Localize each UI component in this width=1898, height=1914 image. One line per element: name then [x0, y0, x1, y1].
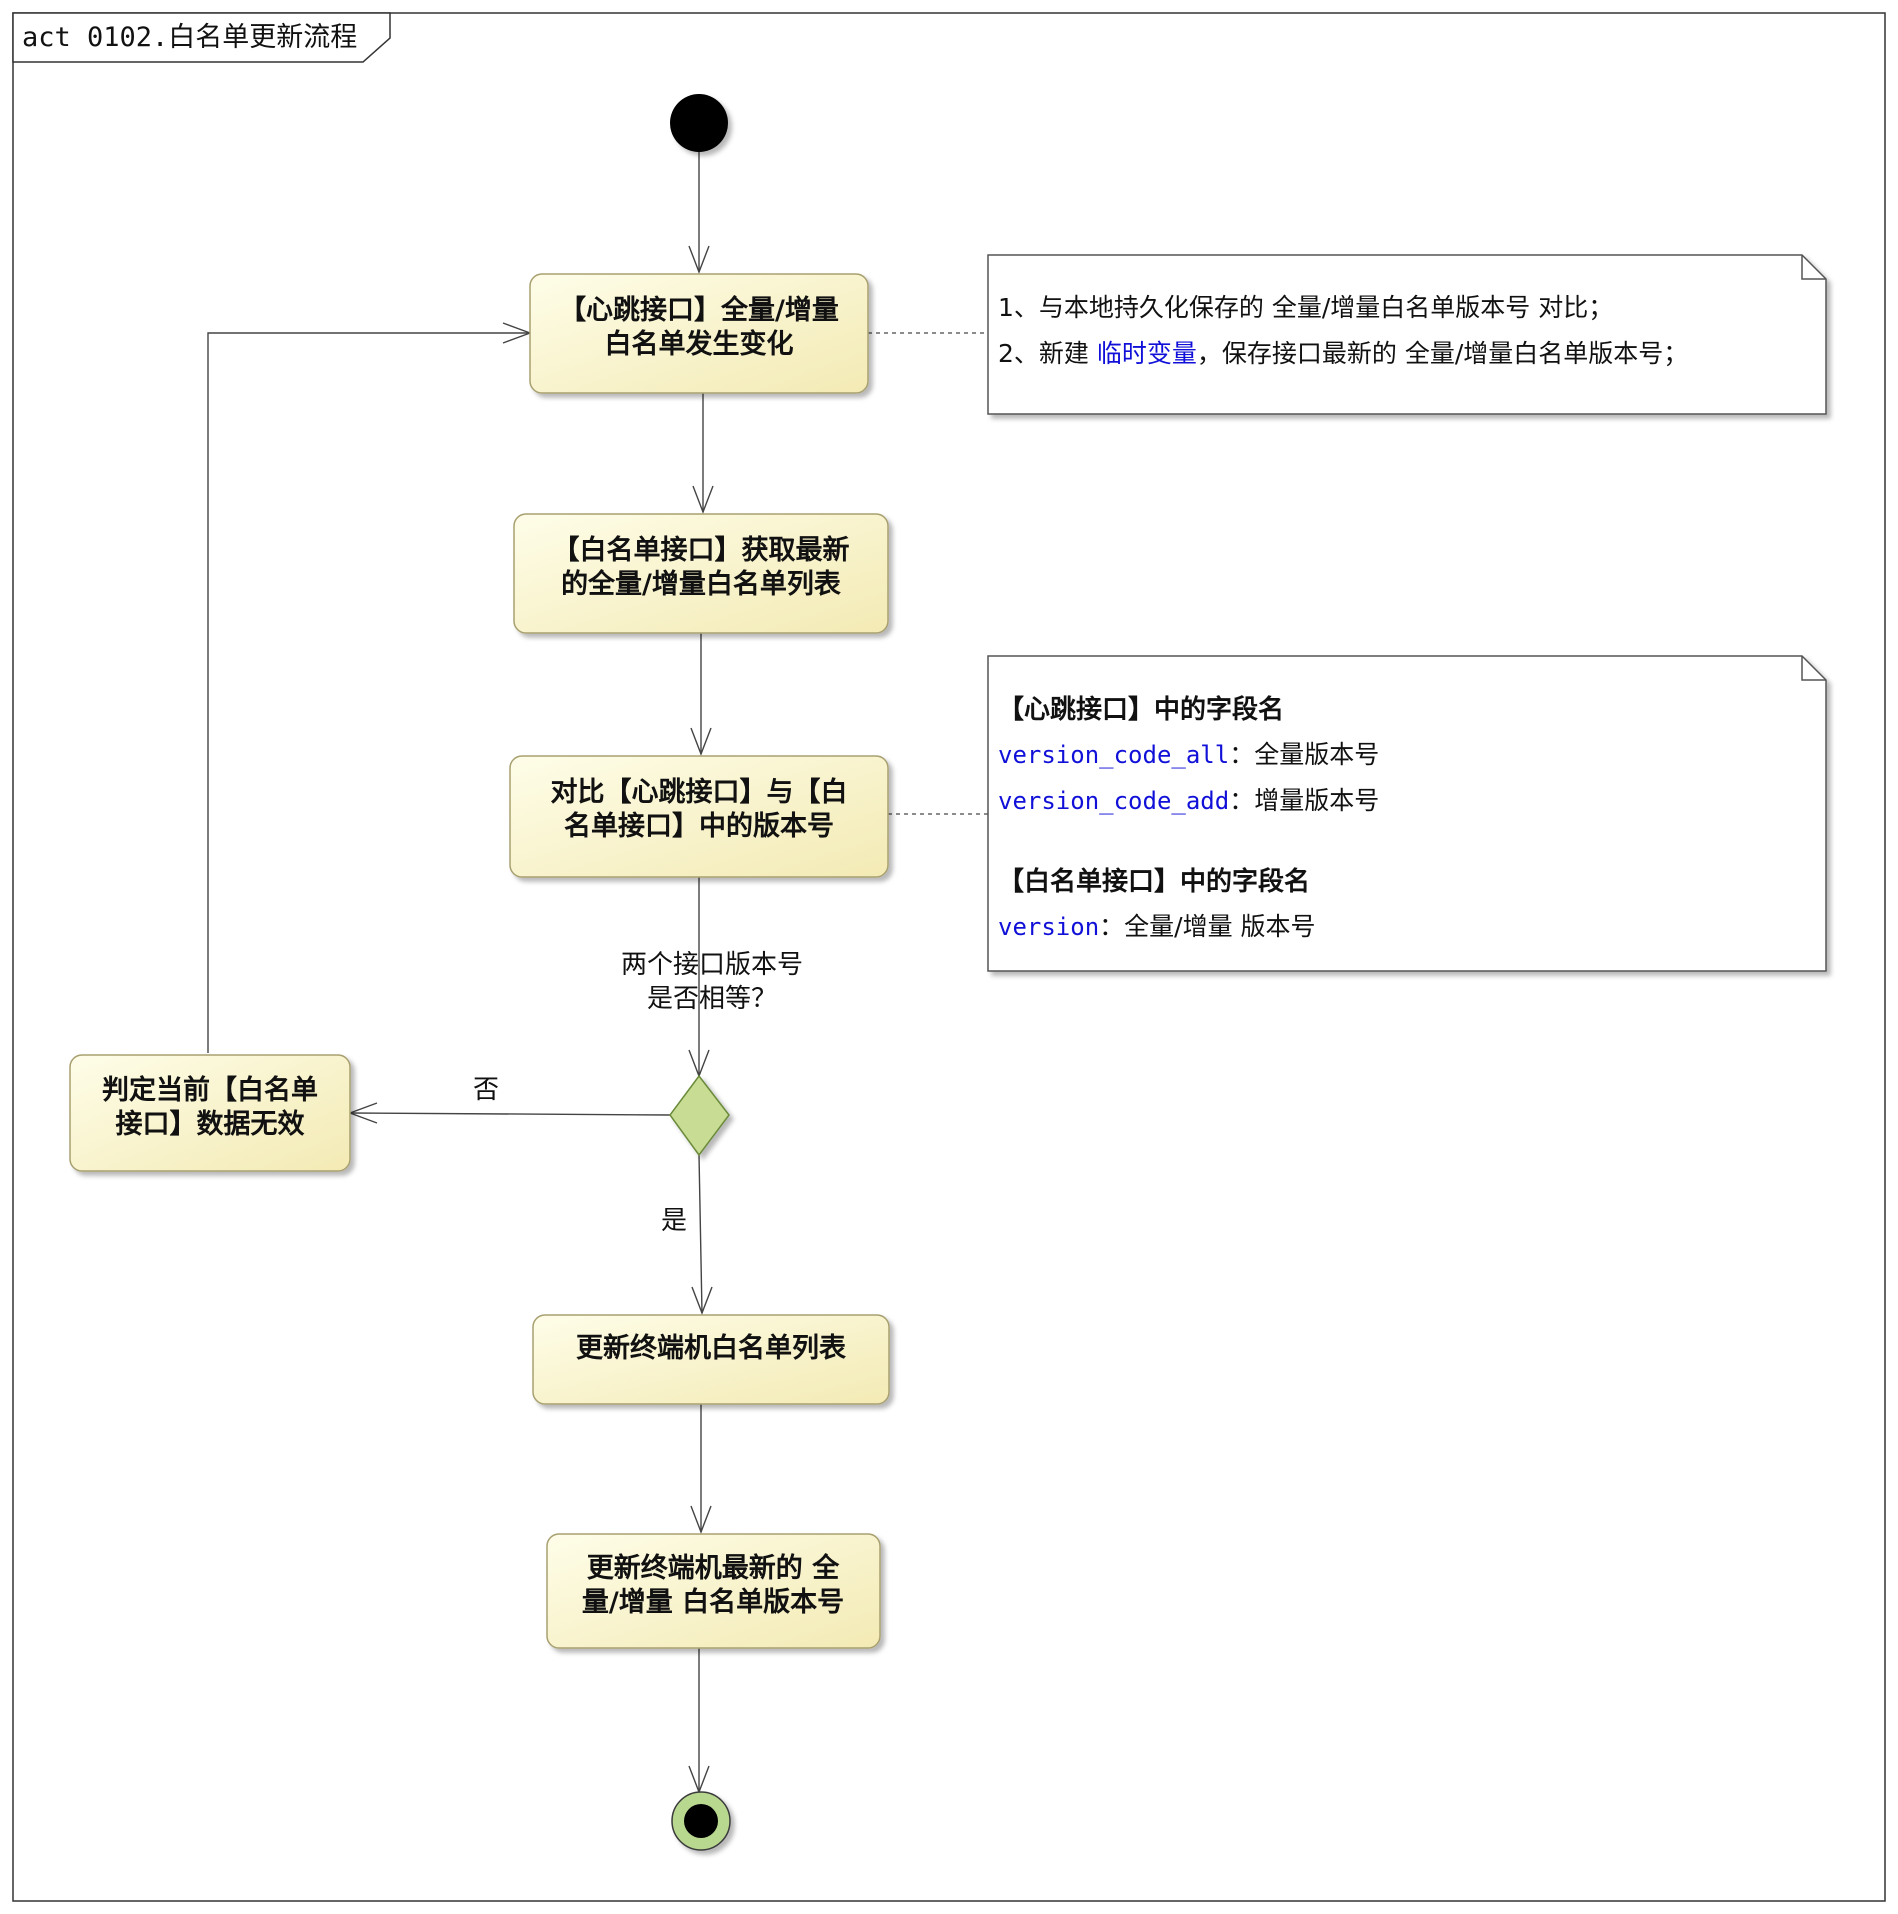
activity-label: 判定当前【白名单 — [102, 1074, 318, 1106]
note-heading: 【白名单接口】中的字段名 — [998, 866, 1310, 897]
start-node — [670, 94, 728, 152]
arrowhead — [688, 245, 710, 274]
field-desc: ：全量版本号 — [1229, 740, 1379, 769]
activity-label: 更新终端机白名单列表 — [576, 1332, 846, 1364]
flow-loop-back — [207, 332, 530, 1053]
note-highlight: 临时变量 — [1097, 339, 1197, 368]
decision-question: 是否相等？ — [647, 984, 777, 1014]
flow-decision-no — [349, 1112, 671, 1116]
activity-compare-versions: 对比【心跳接口】与【白 名单接口】中的版本号 — [509, 755, 889, 878]
note-line: version_code_all：全量版本号 — [998, 740, 1379, 769]
arrowhead — [692, 485, 714, 514]
note-heartbeat: 1、与本地持久化保存的 全量/增量白名单版本号 对比； 2、新建 临时变量，保存… — [987, 254, 1827, 415]
activity-label: 白名单发生变化 — [605, 328, 794, 360]
field-name: version — [998, 913, 1099, 941]
activity-label: 对比【心跳接口】与【白 — [551, 776, 848, 808]
note-connectors — [868, 332, 988, 815]
activity-label: 更新终端机最新的 全 — [587, 1552, 840, 1584]
note-line: 2、新建 临时变量，保存接口最新的 全量/增量白名单版本号； — [998, 339, 1688, 368]
arrowhead — [691, 1286, 713, 1315]
activity-update-version: 更新终端机最新的 全 量/增量 白名单版本号 — [546, 1533, 881, 1649]
activity-label: 的全量/增量白名单列表 — [561, 568, 841, 600]
frame-title-tab — [12, 12, 391, 63]
activity-mark-invalid: 判定当前【白名单 接口】数据无效 — [69, 1054, 351, 1172]
frame-title: act 0102.白名单更新流程 — [22, 22, 357, 53]
note-field-names: 【心跳接口】中的字段名 version_code_all：全量版本号 versi… — [987, 655, 1827, 972]
decision-question: 两个接口版本号 — [621, 950, 803, 980]
decision-diamond — [669, 1074, 730, 1157]
field-name: version_code_add — [998, 787, 1229, 815]
field-name: version_code_all — [998, 741, 1229, 769]
activity-fetch-whitelist: 【白名单接口】获取最新 的全量/增量白名单列表 — [513, 513, 889, 634]
note-heading: 【心跳接口】中的字段名 — [998, 694, 1284, 725]
note-text-segment: ，保存接口最新的 全量/增量白名单版本号； — [1197, 339, 1688, 368]
field-desc: ：全量/增量 版本号 — [1099, 912, 1315, 941]
note-line: version_code_add：增量版本号 — [998, 786, 1379, 815]
end-node — [671, 1791, 731, 1851]
diagram-frame: act 0102.白名单更新流程 — [12, 12, 1886, 1902]
arrowhead — [690, 1505, 712, 1534]
note-fold — [1801, 255, 1826, 280]
activity-label: 【心跳接口】全量/增量 — [559, 294, 839, 326]
note-fold — [1801, 656, 1826, 681]
activity-label: 名单接口】中的版本号 — [564, 810, 834, 842]
note-line: version：全量/增量 版本号 — [998, 912, 1316, 941]
arrowhead — [690, 727, 712, 756]
decision-yes-label: 是 — [661, 1206, 687, 1236]
decision-no-label: 否 — [473, 1075, 499, 1105]
field-desc: ：增量版本号 — [1229, 786, 1379, 815]
activity-heartbeat-changed: 【心跳接口】全量/增量 白名单发生变化 — [529, 273, 869, 394]
activity-update-list: 更新终端机白名单列表 — [532, 1314, 890, 1405]
activity-label: 【白名单接口】获取最新 — [553, 534, 850, 566]
note-line: 1、与本地持久化保存的 全量/增量白名单版本号 对比； — [998, 293, 1613, 322]
flow-decision-yes — [698, 1154, 703, 1314]
activity-label: 接口】数据无效 — [116, 1109, 305, 1140]
note-text-segment: 2、新建 — [998, 339, 1097, 368]
activity-label: 量/增量 白名单版本号 — [582, 1586, 844, 1618]
